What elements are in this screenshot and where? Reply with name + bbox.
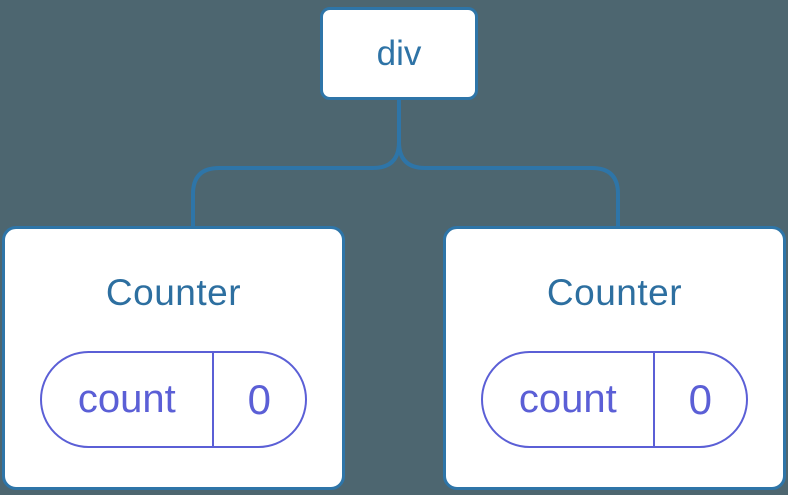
- connector-right-branch: [397, 141, 620, 230]
- state-value: 0: [652, 353, 746, 446]
- state-badge: count 0: [481, 351, 748, 448]
- component-title: Counter: [105, 272, 242, 313]
- state-key: count: [77, 377, 176, 421]
- tree-node-counter-left: Counter count 0: [2, 226, 345, 490]
- tree-node-root: div: [320, 7, 478, 100]
- state-value: 0: [211, 353, 305, 446]
- state-key: count: [518, 377, 617, 421]
- connector-left-branch: [191, 98, 401, 230]
- tree-node-counter-right: Counter count 0: [443, 226, 786, 490]
- root-node-label: div: [376, 33, 422, 73]
- component-title: Counter: [546, 272, 683, 313]
- state-badge: count 0: [40, 351, 307, 448]
